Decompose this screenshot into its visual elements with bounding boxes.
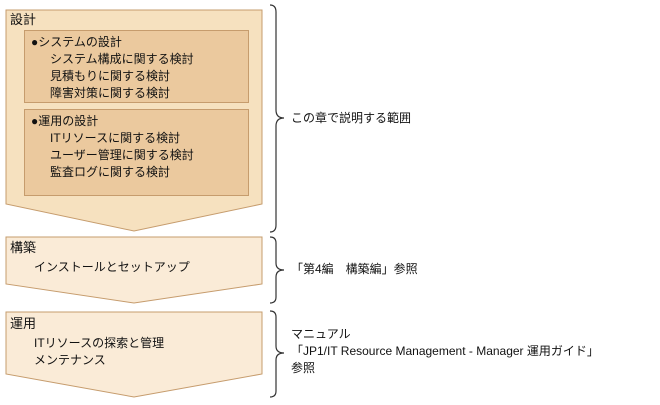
phase-label-design: 設計: [10, 12, 37, 27]
build-phase-arrow: [5, 236, 263, 304]
system-design-box: ●システムの設計 システム構成に関する検討 見積もりに関する検討 障害対策に関す…: [24, 30, 249, 103]
operation-design-item: 監査ログに関する検討: [50, 165, 171, 179]
system-design-box-title: ●システムの設計: [31, 35, 122, 49]
brace-design-scope: [269, 4, 285, 233]
operation-design-item: ITリソースに関する検討: [50, 131, 181, 145]
annotation-line: 「JP1/IT Resource Management - Manager 運用…: [291, 344, 599, 358]
operation-design-box-title: ●運用の設計: [31, 114, 99, 128]
operation-phase-item: ITリソースの探索と管理: [34, 336, 165, 350]
build-phase-item: インストールとセットアップ: [34, 260, 190, 274]
operation-phase-item: メンテナンス: [34, 353, 106, 367]
annotation-line: マニュアル: [291, 327, 351, 341]
annotation-line: 「第4編 構築編」参照: [291, 262, 418, 276]
brace-build-ref: [269, 236, 285, 304]
phase-label-operation: 運用: [10, 316, 37, 331]
phase-label-build: 構築: [10, 240, 37, 255]
brace-operation-ref: [269, 310, 285, 398]
operation-phase-arrow: [5, 311, 263, 398]
annotation-line: この章で説明する範囲: [291, 111, 412, 125]
system-design-item: システム構成に関する検討: [50, 52, 194, 66]
operation-design-box: ●運用の設計 ITリソースに関する検討 ユーザー管理に関する検討 監査ログに関す…: [24, 109, 249, 196]
annotation-design-scope: この章で説明する範囲: [291, 110, 411, 127]
annotation-operation-reference: マニュアル 「JP1/IT Resource Management - Mana…: [291, 326, 599, 377]
annotation-build-reference: 「第4編 構築編」参照: [291, 261, 418, 278]
system-design-item: 障害対策に関する検討: [50, 86, 171, 100]
system-design-item: 見積もりに関する検討: [50, 69, 171, 83]
operation-design-item: ユーザー管理に関する検討: [50, 148, 194, 162]
annotation-line: 参照: [291, 361, 316, 375]
